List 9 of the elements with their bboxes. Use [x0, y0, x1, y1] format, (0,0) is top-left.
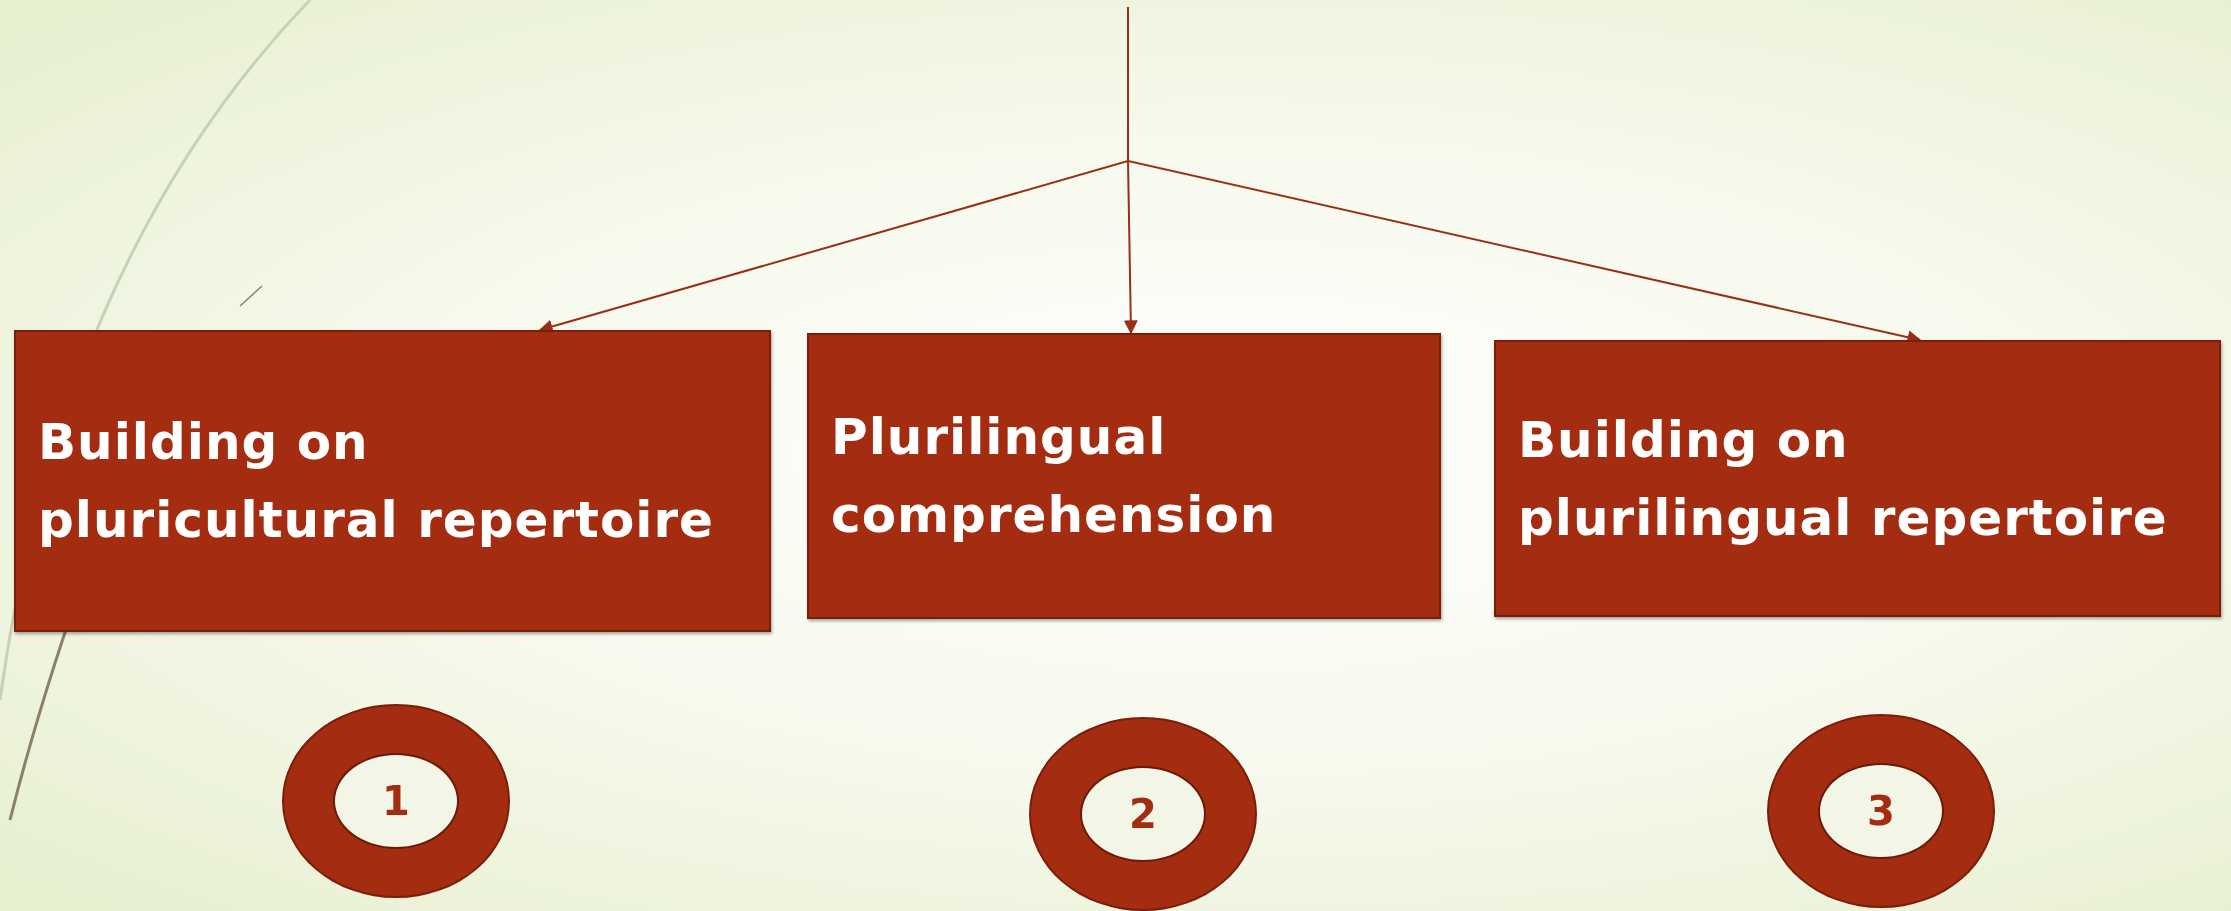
step-number: 2 [1129, 791, 1157, 837]
step-number: 1 [382, 778, 410, 824]
box-label: Plurilingual comprehension [831, 407, 1278, 546]
process-box [14, 330, 771, 632]
step-number: 3 [1867, 788, 1895, 834]
box-label: Building on pluricultural repertoire [38, 412, 716, 551]
box-label: Building on plurilingual repertoire [1518, 409, 2169, 549]
process-box [807, 333, 1441, 619]
process-box [1494, 340, 2221, 617]
